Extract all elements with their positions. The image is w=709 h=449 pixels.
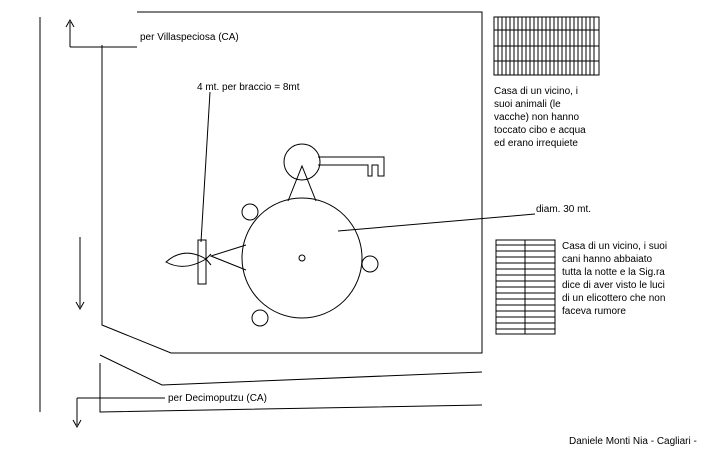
label-arm-length: 4 mt. per braccio = 8mt <box>197 82 300 93</box>
arrow-down-head <box>75 301 85 311</box>
top-circle <box>283 143 321 181</box>
left-spike <box>209 244 247 271</box>
label-road-south: per Decimoputzu (CA) <box>168 393 267 404</box>
main-circle <box>241 197 363 319</box>
key-handle <box>318 156 385 177</box>
small-circle-bottom-left <box>251 309 269 327</box>
arrow-south-head <box>72 419 82 429</box>
label-diameter: diam. 30 mt. <box>536 204 592 215</box>
fish-tail <box>205 253 212 266</box>
top-spike <box>287 164 317 202</box>
note-house-top: Casa di un vicino, i suoi animali (le va… <box>494 86 586 149</box>
arm-rectangle <box>197 239 207 285</box>
road-line-lower-2 <box>99 363 483 413</box>
house-bottom-grid <box>496 240 555 334</box>
field-boundary <box>101 11 483 354</box>
note-house-bottom: Casa di un vicino, i suoi cani hanno abb… <box>562 241 668 317</box>
arrow-north-head <box>65 18 75 28</box>
arm-pointer-line <box>200 91 211 243</box>
small-circle-right <box>361 255 379 273</box>
label-credit: Daniele Monti Nia - Cagliari - <box>569 436 697 447</box>
fish-shape <box>165 252 207 267</box>
small-circle-top-left <box>241 203 259 221</box>
label-road-north: per Villaspeciosa (CA) <box>140 32 239 43</box>
diameter-pointer-line <box>337 213 536 232</box>
road-line-lower-1 <box>99 354 483 386</box>
house-top-grid <box>494 17 599 75</box>
centre-dot <box>298 254 306 262</box>
